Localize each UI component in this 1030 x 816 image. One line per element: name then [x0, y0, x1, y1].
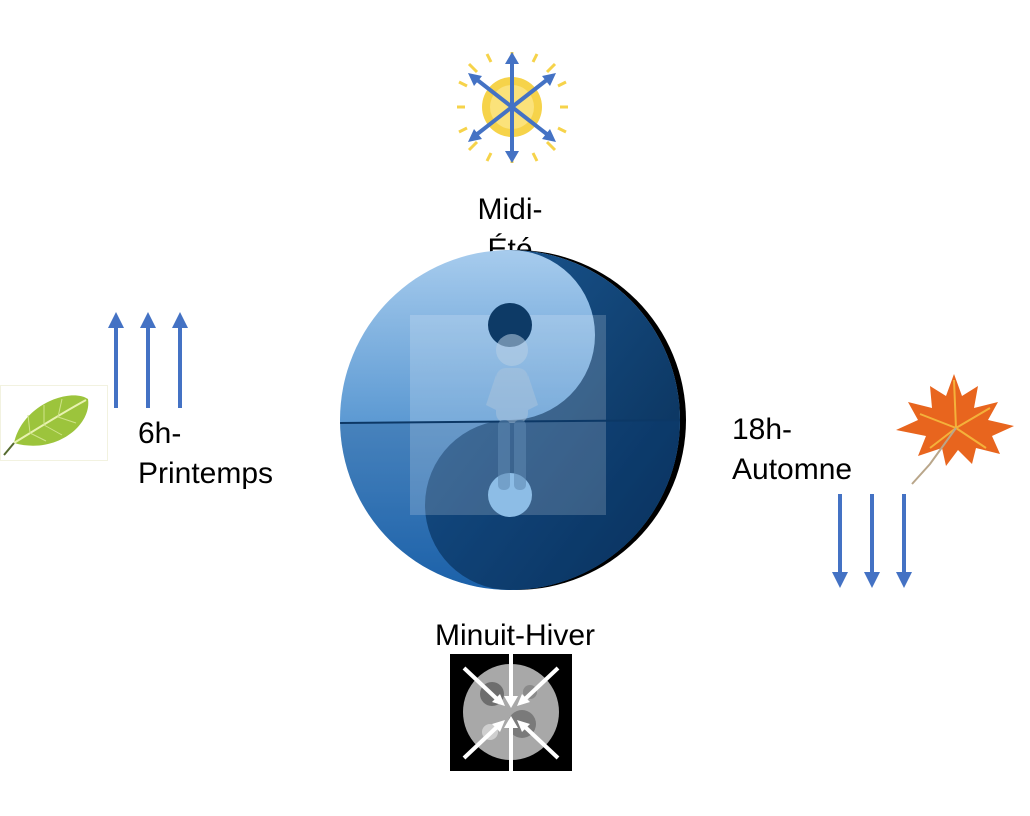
- label-6h-spring: 6h- Printemps: [138, 414, 308, 494]
- label-18h-line1: 18h-: [732, 413, 793, 446]
- sun-icon: [455, 50, 570, 165]
- label-noon-line1: Midi-: [477, 193, 543, 226]
- label-18h-autumn: 18h- Automne: [732, 410, 902, 490]
- green-leaf-icon: [0, 385, 108, 461]
- label-6h-line1: 6h-: [138, 417, 182, 450]
- label-6h-line2: Printemps: [138, 457, 274, 490]
- label-midnight-winter: Minuit-Hiver: [434, 619, 596, 652]
- moon-icon: [450, 654, 572, 771]
- up-arrows: [100, 312, 195, 408]
- label-18h-line2: Automne: [732, 453, 853, 486]
- maple-leaf-icon: [890, 368, 1018, 488]
- down-arrows: [826, 494, 921, 590]
- person-figure-icon: [482, 330, 542, 500]
